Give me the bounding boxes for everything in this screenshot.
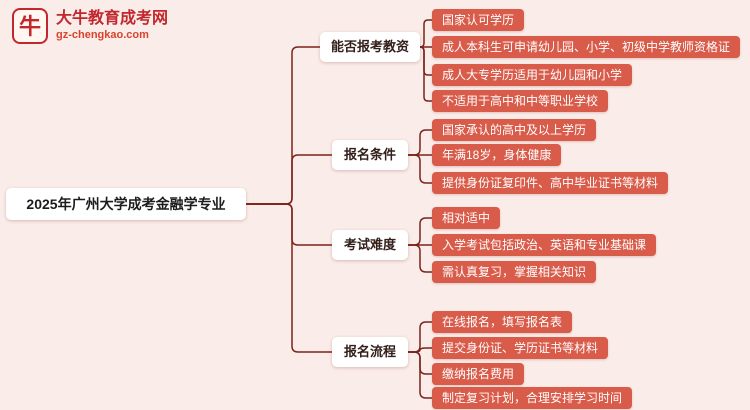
leaf-node: 入学考试包括政治、英语和专业基础课 (432, 234, 657, 256)
branch-node-teaching-cert: 能否报考教资 (320, 32, 420, 62)
leaf-node: 缴纳报名费用 (432, 363, 525, 385)
branch-node-requirements: 报名条件 (332, 140, 408, 170)
leaf-node: 成人大专学历适用于幼儿园和小学 (432, 64, 633, 86)
leaf-node: 不适用于高中和中等职业学校 (432, 90, 609, 112)
branch-node-difficulty: 考试难度 (332, 230, 408, 260)
bull-logo-icon: 牛 (12, 8, 48, 44)
logo-title: 大牛教育成考网 (56, 10, 169, 28)
leaf-node: 需认真复习，掌握相关知识 (432, 261, 597, 283)
site-logo: 牛 大牛教育成考网 gz-chengkao.com (12, 8, 168, 44)
leaf-node: 在线报名，填写报名表 (432, 311, 573, 333)
leaf-node: 国家承认的高中及以上学历 (432, 119, 597, 141)
leaf-node: 国家认可学历 (432, 9, 525, 31)
leaf-node: 成人本科生可申请幼儿园、小学、初级中学教师资格证 (432, 36, 741, 58)
leaf-node: 提交身份证、学历证书等材料 (432, 337, 609, 359)
root-node: 2025年广州大学成考金融学专业 (6, 188, 246, 220)
logo-subtitle: gz-chengkao.com (56, 28, 149, 41)
leaf-node: 相对适中 (432, 207, 501, 229)
leaf-node: 制定复习计划，合理安排学习时间 (432, 387, 633, 409)
leaf-node: 提供身份证复印件、高中毕业证书等材料 (432, 172, 669, 194)
leaf-node: 年满18岁，身体健康 (432, 144, 562, 166)
branch-node-process: 报名流程 (332, 337, 408, 367)
